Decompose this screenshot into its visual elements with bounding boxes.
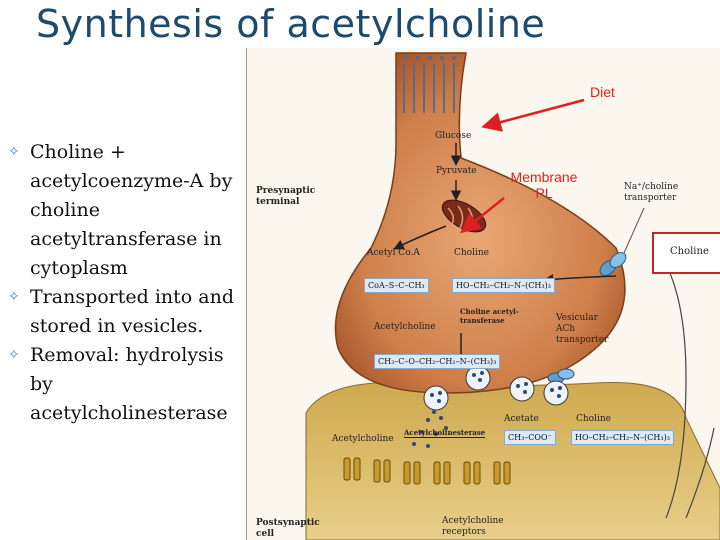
choline-formula: HO–CH₂–CH₂–N–(CH₃)₃ xyxy=(452,278,555,293)
diet-label: Diet xyxy=(590,84,615,100)
choline-box-label: Choline xyxy=(670,246,709,257)
vesicular-transporter-icon xyxy=(547,368,575,384)
presynaptic-terminal-label: Presynaptic terminal xyxy=(256,186,316,207)
pyruvate-label: Pyruvate xyxy=(436,166,477,176)
choline-acetyltransferase-label: Choline acetyl- transferase xyxy=(460,307,519,325)
bullet-list: ✧ Choline + acetylcoenzyme-A by choline … xyxy=(8,138,246,428)
membrane-pl-lines xyxy=(403,63,455,113)
postsynaptic-cell-body xyxy=(305,381,720,540)
acetylcholinesterase-label: Acetylcholinesterase xyxy=(404,428,486,438)
glucose-label: Glucose xyxy=(435,131,472,141)
acetylcholine-bottom-label: Acetylcholine xyxy=(332,434,394,444)
bullet-text: Choline + acetylcoenzyme-A by choline ac… xyxy=(30,141,233,279)
vesicular-transporter-label: Vesicular ACh transporter xyxy=(556,313,609,345)
bullet-icon: ✧ xyxy=(8,144,20,160)
bullet-item-transport: ✧ Transported into and stored in vesicle… xyxy=(8,283,246,341)
choline-bottom-formula: HO–CH₂–CH₂–N–(CH₃)₃ xyxy=(571,430,674,445)
ach-receptor-icons xyxy=(343,457,511,485)
membrane-pl-label: Membrane PL xyxy=(510,169,578,201)
bullet-item-synthesis: ✧ Choline + acetylcoenzyme-A by choline … xyxy=(8,138,246,283)
choline-box: Choline xyxy=(652,232,720,274)
choline-label: Choline xyxy=(454,248,489,258)
na-choline-transporter-label: Na⁺/choline transporter xyxy=(624,182,679,203)
synapse-illustration xyxy=(246,48,720,540)
ach-receptors-label: Acetylcholine receptors xyxy=(442,516,504,537)
acetylcholine-formula: CH₃–C–O–CH₂–CH₂–N–(CH₃)₃ xyxy=(374,354,501,369)
membrane-dots xyxy=(404,56,456,60)
vesicle-contents xyxy=(430,371,562,403)
postsynaptic-cell-label: Postsynaptic cell xyxy=(256,518,320,539)
released-acetylcholine-dots xyxy=(412,410,448,448)
bullet-text: Transported into and stored in vesicles. xyxy=(30,286,234,337)
acetylcoa-formula: CoA–S–C–CH₃ xyxy=(364,278,429,293)
membrane-pl-arrow xyxy=(460,197,505,234)
acetyl-coa-label: Acetyl Co.A xyxy=(367,248,420,258)
bullet-icon: ✧ xyxy=(8,347,20,363)
diet-arrow xyxy=(481,98,585,132)
choline-bottom-label: Choline xyxy=(576,414,611,424)
synaptic-vesicles xyxy=(423,365,569,411)
bullet-icon: ✧ xyxy=(8,289,20,305)
acetylcholine-top-label: Acetylcholine xyxy=(374,322,436,332)
slide-title: Synthesis of acetylcholine xyxy=(36,2,546,46)
na-choline-transporter-icon xyxy=(599,252,627,276)
acetate-label: Acetate xyxy=(504,414,539,424)
bullet-item-removal: ✧ Removal: hydrolysis by acetylcholinest… xyxy=(8,341,246,428)
acetate-formula: CH₃–COO⁻ xyxy=(504,430,556,445)
bullet-text: Removal: hydrolysis by acetylcholinester… xyxy=(30,344,228,424)
synapse-diagram: Diet Membrane PL Glucose Pyruvate Presyn… xyxy=(246,48,720,540)
